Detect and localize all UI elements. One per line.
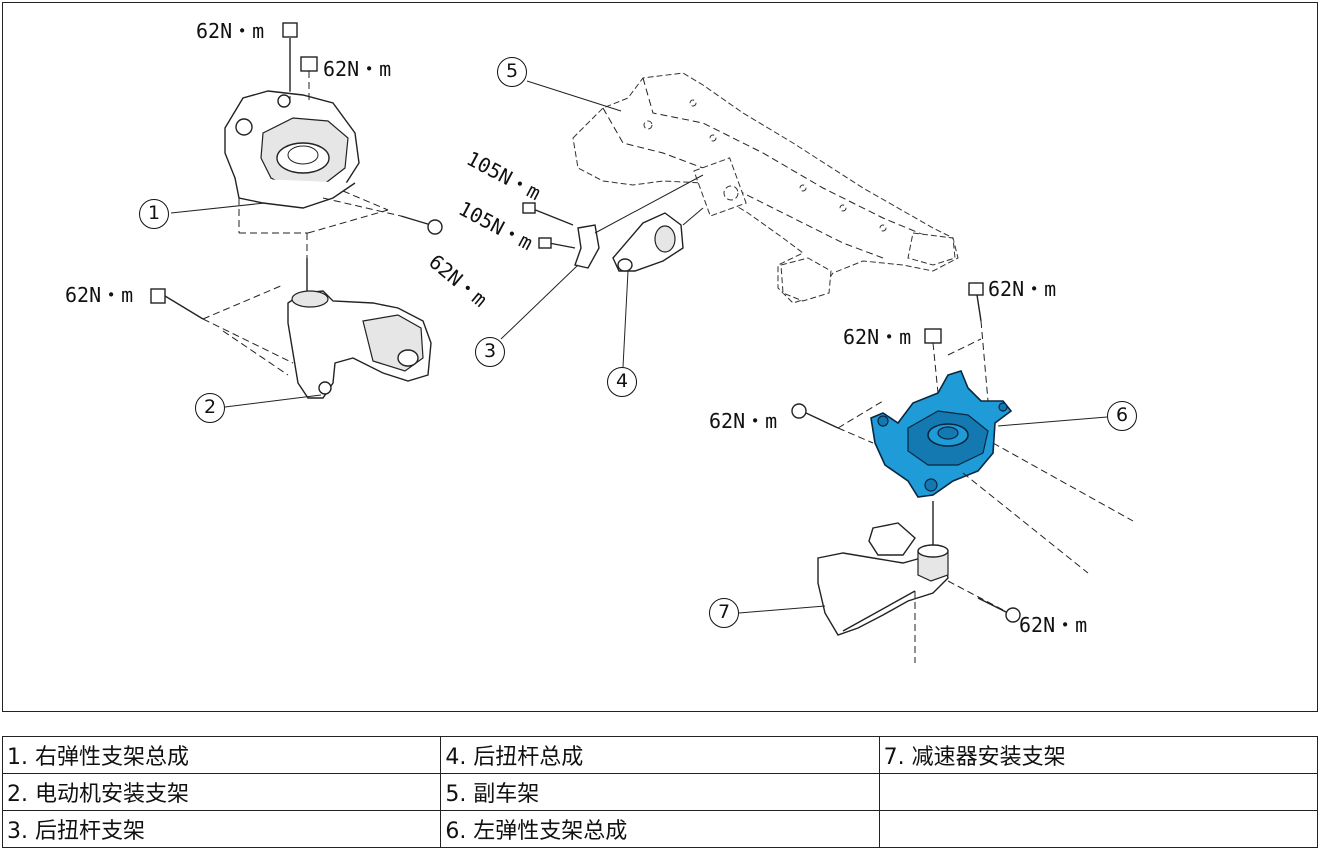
bolt-side-4: [150, 284, 294, 376]
callout-3: 3: [475, 337, 505, 367]
leader-lines: [170, 80, 1108, 614]
legend-cell: 3. 后扭杆支架: [1, 810, 442, 848]
exploded-diagram: 62N・m 62N・m 62N・m 62N・m 105N・m 105N・m 62…: [2, 2, 1318, 712]
torque-rod-drawing: [612, 207, 704, 272]
legend-cell: 5. 副车架: [440, 773, 880, 811]
nut-left-top: [924, 328, 982, 394]
callout-6: 6: [1107, 401, 1137, 431]
bolt-left-top: [968, 282, 989, 402]
torque-label-9: 62N・m: [709, 409, 778, 433]
bolt-left-side: [791, 400, 884, 444]
torque-label-10: 62N・m: [1019, 613, 1088, 637]
callout-7: 7: [709, 598, 739, 628]
torque-label-4: 62N・m: [65, 283, 134, 307]
motor-bracket-drawing: [287, 233, 432, 399]
legend-cell: [878, 810, 1319, 848]
legend-cell: 6. 左弹性支架总成: [440, 810, 880, 848]
callout-2: 2: [195, 393, 225, 423]
legend-row: 2. 电动机安装支架 5. 副车架: [1, 773, 1319, 811]
right-mount-drawing: [224, 90, 360, 233]
callout-5: 5: [497, 57, 527, 87]
callout-4: 4: [607, 367, 637, 397]
bolt-reducer-side: [947, 580, 1021, 623]
nut-top-2: [300, 56, 318, 103]
legend-cell: 2. 电动机安装支架: [1, 773, 442, 811]
legend-cell: 4. 后扭杆总成: [440, 736, 880, 774]
legend-cell: 1. 右弹性支架总成: [1, 736, 442, 774]
legend-row: 1. 右弹性支架总成 4. 后扭杆总成 7. 减速器安装支架: [1, 736, 1319, 774]
left-mount-drawing: [870, 370, 1013, 498]
torque-label-2: 62N・m: [323, 57, 392, 81]
legend-table: 1. 右弹性支架总成 4. 后扭杆总成 7. 减速器安装支架 2. 电动机安装支…: [1, 736, 1319, 848]
bolt-side-3: [322, 197, 443, 235]
subframe-drawing: [572, 72, 959, 304]
bolt-top-1: [282, 22, 298, 101]
legend-cell: 7. 减速器安装支架: [878, 736, 1319, 774]
diagram-drawing: [150, 22, 1134, 663]
torque-label-7: 62N・m: [988, 277, 1057, 301]
torque-label-1: 62N・m: [196, 19, 265, 43]
torque-label-8: 62N・m: [843, 325, 912, 349]
reducer-bracket-drawing: [817, 501, 949, 663]
torque-rod-bracket-drawing: [522, 174, 704, 269]
callout-1: 1: [139, 199, 169, 229]
legend-cell: [878, 773, 1319, 811]
legend-row: 3. 后扭杆支架 6. 左弹性支架总成: [1, 810, 1319, 848]
